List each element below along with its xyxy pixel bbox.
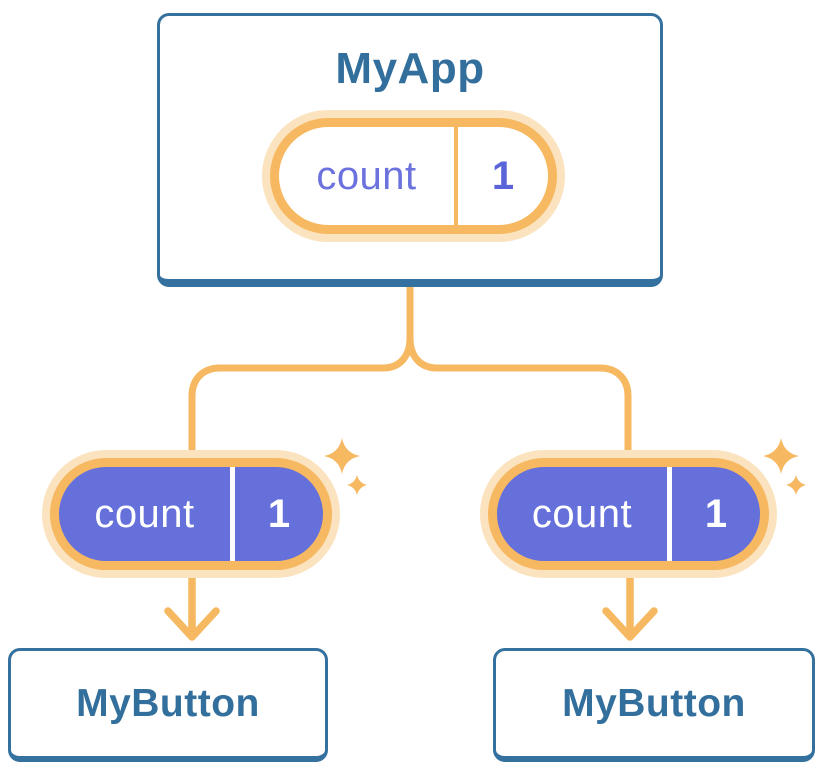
pill-label: count (531, 491, 633, 536)
pill-label: count (94, 491, 195, 536)
state-pill-root: count 1 (262, 110, 565, 242)
branch-line-left (188, 287, 414, 452)
prop-pill-left: count 1 (42, 450, 340, 578)
pill-value: 1 (491, 153, 515, 198)
mybutton-card-right: MyButton (493, 648, 815, 762)
component-title: MyButton (76, 681, 260, 725)
branch-line-right (406, 287, 632, 452)
component-title: MyApp (335, 44, 485, 93)
pill-divider (667, 467, 672, 561)
component-title: MyButton (562, 681, 746, 725)
pill-divider (454, 127, 458, 225)
pill-value: 1 (704, 491, 728, 536)
state-pill: count 1 (270, 118, 557, 234)
arrow-down-icon (164, 574, 220, 641)
prop-pill: count 1 (50, 458, 332, 570)
sparkle-icon (763, 438, 806, 495)
pill-label: count (316, 153, 417, 198)
prop-pill-right: count 1 (480, 450, 777, 578)
prop-pill: count 1 (488, 458, 769, 570)
arrow-down-icon (602, 574, 658, 641)
sparkle-icon (324, 438, 367, 495)
pill-divider (230, 467, 235, 561)
pill-value: 1 (267, 491, 291, 536)
mybutton-card-left: MyButton (8, 648, 328, 762)
